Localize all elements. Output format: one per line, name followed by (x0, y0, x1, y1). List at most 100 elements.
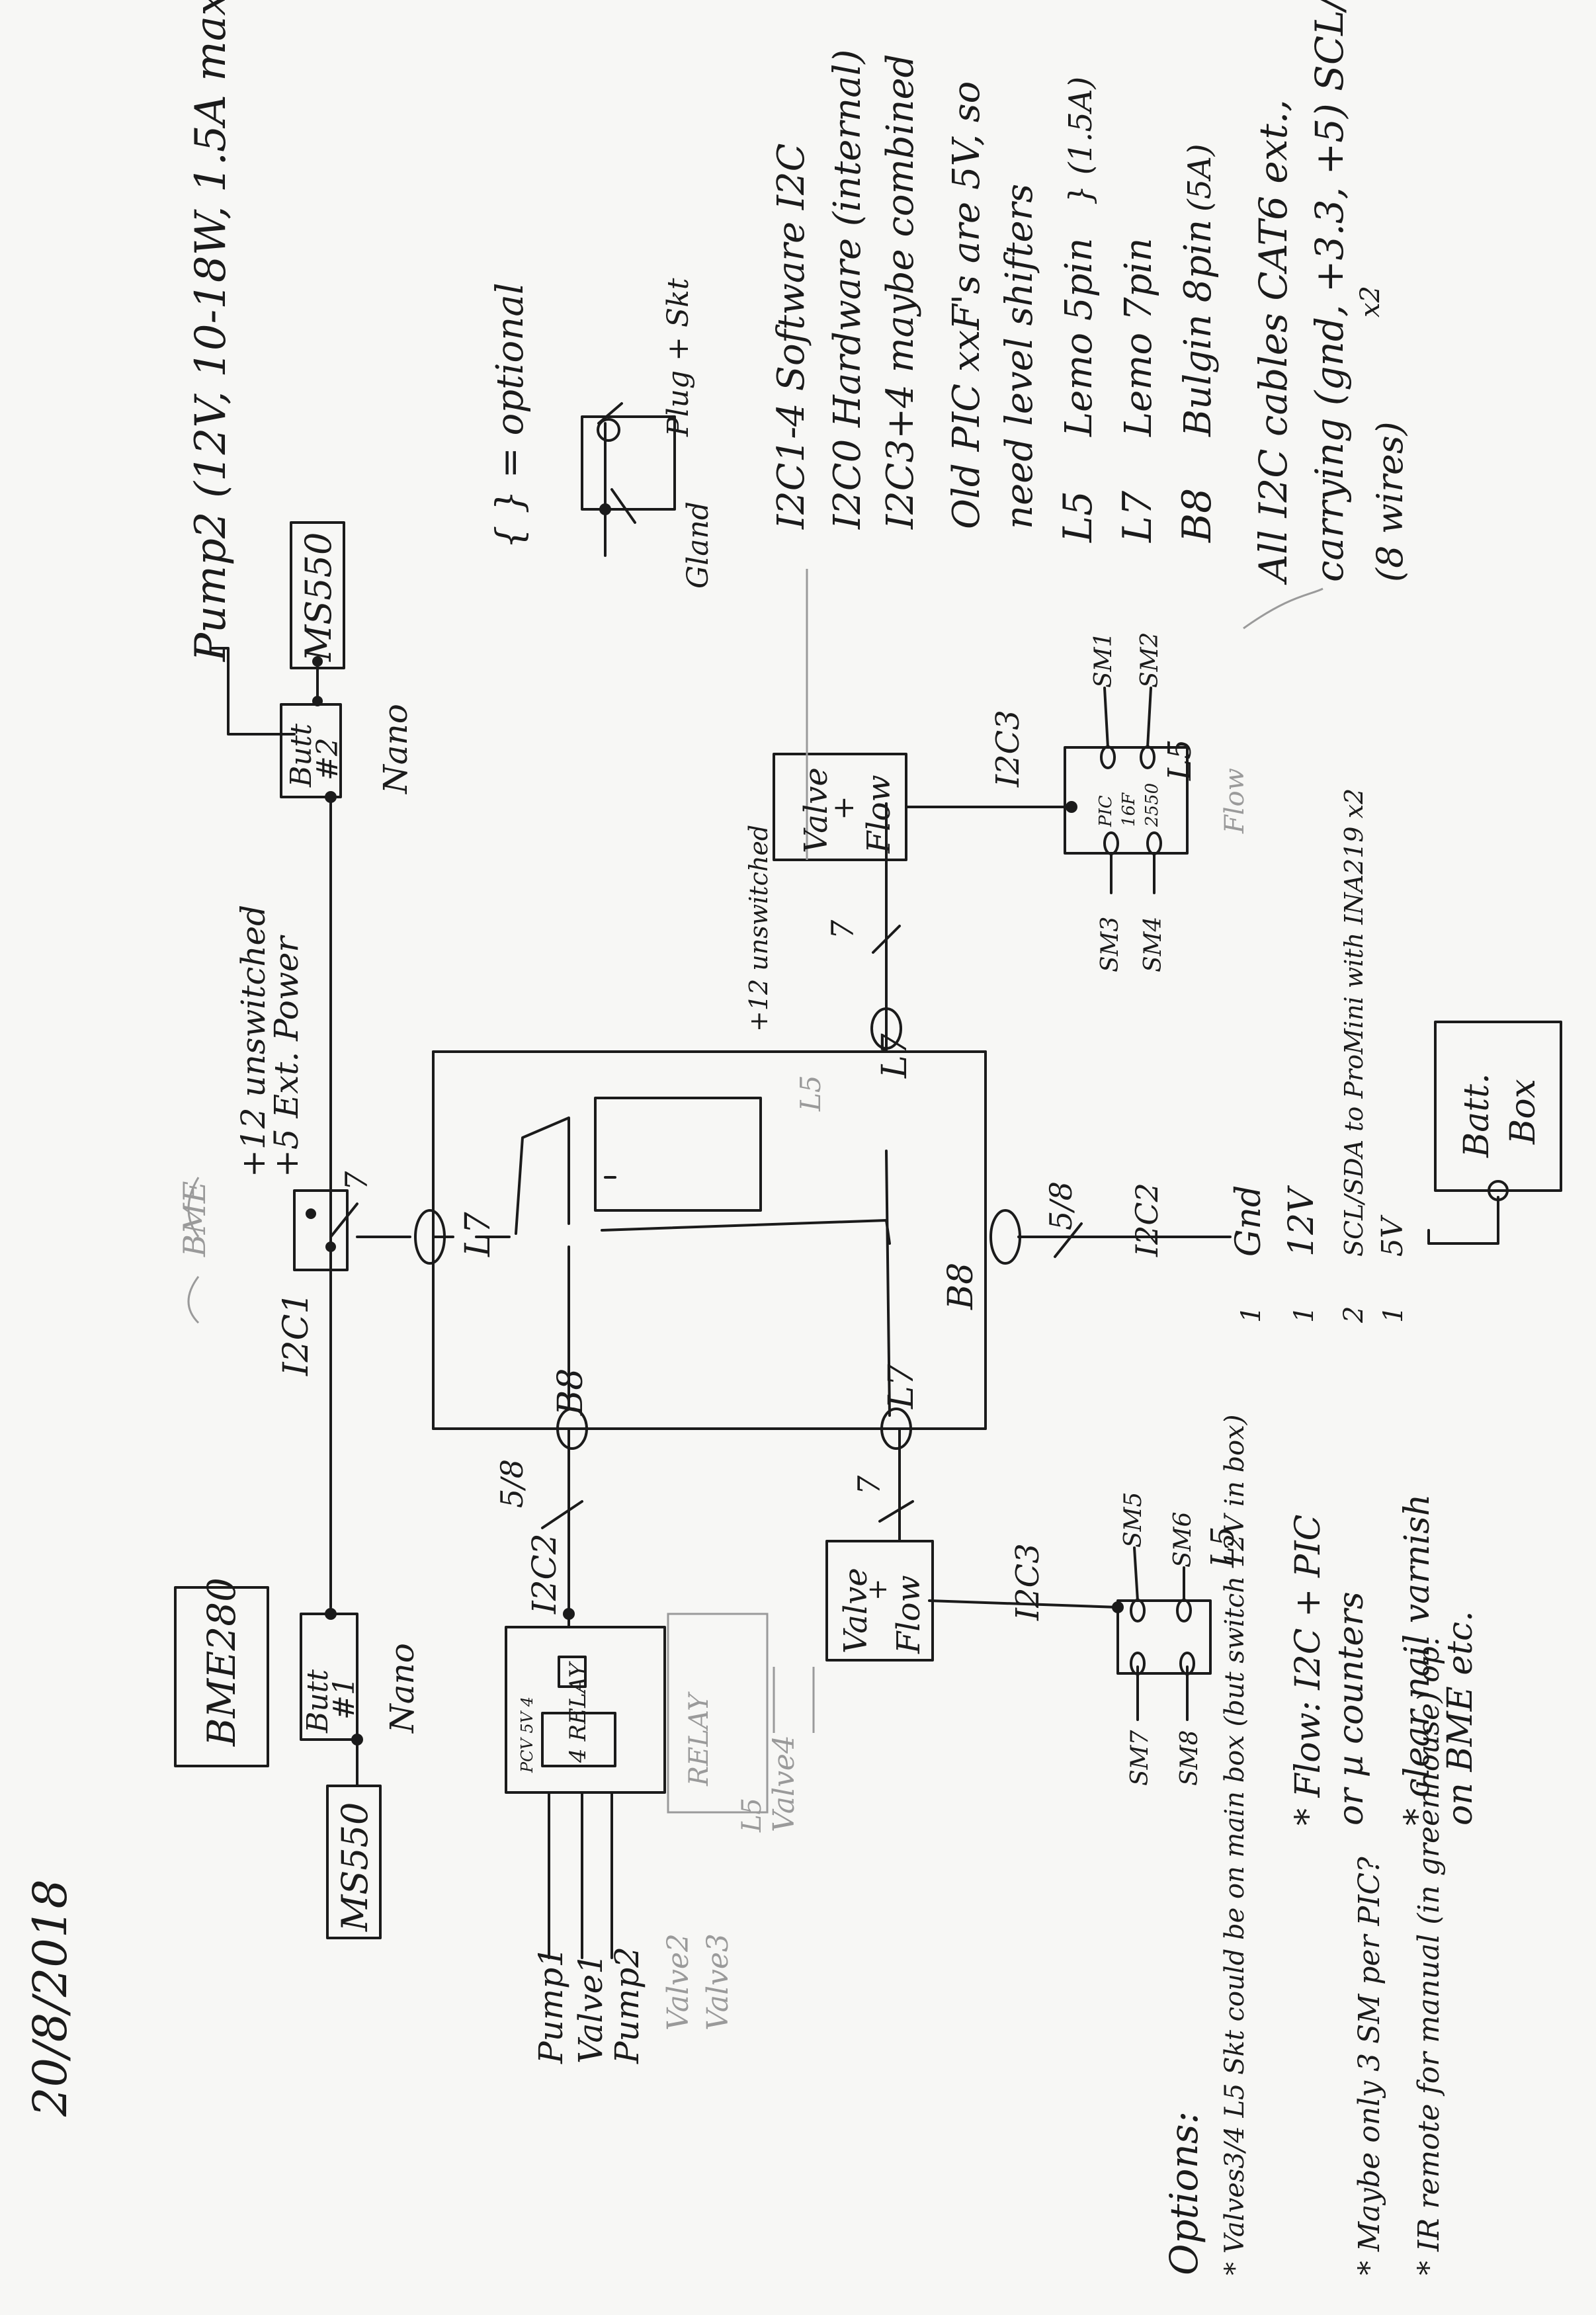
relay-board-main: 4 RELAY (565, 1660, 591, 1763)
sm3-label: SM3 (1097, 917, 1124, 972)
output-pump1: Pump1 (532, 1947, 570, 2064)
sm4-label: SM4 (1140, 917, 1167, 972)
cable-note-2: x2 (1355, 286, 1386, 317)
faint-valve2: Valve2 (661, 1933, 695, 2031)
sm6-label: SM6 (1169, 1512, 1197, 1568)
bus-count-1: 1 (1289, 1306, 1320, 1323)
seven-label-main: 7 (339, 1171, 374, 1191)
butt2-box (280, 703, 342, 798)
flow-note-1: or µ counters (1331, 1591, 1371, 1826)
cable-note-1: carrying (gnd, +3.3, +5) SCL/A (1307, 0, 1352, 582)
sm5-label: SM5 (1120, 1492, 1147, 1548)
butt1-line2: #1 (327, 1677, 361, 1720)
seven-label-bottom: 7 (851, 1475, 887, 1495)
valve-flow-top-box (773, 753, 907, 861)
note-line-0: I2C1-4 Software I2C (770, 143, 813, 530)
nano-top-label: Nano (376, 704, 415, 794)
pump2-label: Pump2 (12V, 10-18W, 1.5A max) (187, 0, 235, 662)
valve-flow-bottom-3: Flow (890, 1575, 927, 1654)
valve-flow-bottom-1: Valve (837, 1568, 874, 1654)
l5-faint-label: L5 (794, 1075, 827, 1112)
output-pump2: Pump2 (608, 1947, 646, 2064)
l5-top-label: L5 (1161, 739, 1198, 781)
text-labels: 20/8/2018 Pump2 (12V, 10-18W, 1.5A max) … (23, 0, 1543, 2275)
ms550-top-box (290, 521, 345, 669)
note-line-2: I2C3+4 maybe combined (879, 54, 922, 530)
legend-gland: Gland (681, 501, 715, 589)
note-line-1: I2C0 Hardware (internal) (826, 50, 869, 530)
l5-bottom-label: L5 (1204, 1527, 1241, 1568)
bus-label-5v: 5V (1376, 1214, 1409, 1257)
i2c2-right-label: I2C2 (1129, 1183, 1165, 1257)
i2c2-left-label: I2C2 (525, 1533, 564, 1615)
connector-rating-b8: (5A) (1181, 144, 1218, 212)
batt-box (1434, 1021, 1562, 1192)
pic-top-box (1064, 746, 1189, 855)
five-eight-right: 5/8 (1043, 1181, 1079, 1230)
options-item-0: * Valves3/4 L5 Skt could be on main box … (1220, 1415, 1250, 2275)
note-line-3: Old PIC xxF's are 5V, so (945, 81, 988, 529)
batt-box-2: Box (1503, 1079, 1543, 1145)
sm8-label: SM8 (1176, 1730, 1203, 1786)
note-line-4: need level shifters (998, 184, 1041, 529)
power-label-1: +12 unswitched (234, 905, 273, 1177)
pic-top-l3: 2550 (1142, 783, 1162, 827)
legend-optional: { } = optional (489, 282, 532, 549)
connector-code-b8: B8 (1174, 488, 1220, 543)
bus-count-0: 1 (1236, 1306, 1267, 1323)
relay-board-top: PCV 5V 4 (518, 1697, 536, 1773)
junction-dots (306, 503, 1124, 1746)
varnish-note-1: on BME etc. (1441, 1611, 1480, 1826)
connector-desc-l7: Lemo 7pin (1117, 238, 1160, 437)
five-eight-left: 5/8 (494, 1459, 530, 1508)
pic-top-l2: 16F (1119, 792, 1139, 827)
i2c3-top-label: I2C3 (989, 710, 1027, 788)
legend-plug: Plug + Skt (661, 278, 695, 437)
options-title: Options: (1161, 2111, 1206, 2275)
output-valve1: Valve1 (571, 1953, 610, 2064)
connector-desc-l5: Lemo 5pin (1058, 238, 1101, 437)
faint-relay-label: RELAY (684, 1691, 714, 1787)
flow-note-0: * Flow: I2C + PIC (1288, 1515, 1328, 1826)
options-item-2: * IR remote for manual (in greenhouse) o… (1412, 1637, 1446, 2275)
power-junction-box (293, 1189, 349, 1271)
pic-top-l1: PIC (1096, 795, 1116, 827)
ms550-bottom-box (326, 1785, 382, 1939)
bus-label-gnd: Gnd (1229, 1185, 1269, 1257)
valve-flow-top-1: Valve (798, 767, 835, 853)
flow-faint-label: Flow (1220, 768, 1250, 834)
i2c1-label: I2C1 (276, 1292, 316, 1377)
butt2-line1: Butt (284, 724, 318, 788)
l7-right-label: L7 (875, 1032, 915, 1079)
connector-code-l7: L7 (1114, 490, 1161, 543)
b8-right-label: B8 (941, 1263, 981, 1310)
faint-text-labels: BME Flow L5 RELAY Valve2 Valve3 Valve4 L… (177, 768, 1250, 2031)
bme280-box (174, 1586, 269, 1767)
faint-valve4: Valve4 (767, 1735, 801, 1832)
valve-flow-top-2: + (827, 796, 861, 820)
b8-left-label: B8 (551, 1368, 591, 1416)
connector-symbols (414, 418, 1509, 1675)
power-label-2: +5 Ext. Power (267, 935, 306, 1177)
bme280-label: BME280 (199, 1578, 244, 1747)
faint-pencil-elements (187, 569, 1323, 1814)
bus-label-scl: SCL/SDA to ProMini with INA219 x2 (1339, 788, 1368, 1257)
bus-label-12v: 12V (1282, 1185, 1322, 1257)
i2c3-bottom-label: I2C3 (1009, 1543, 1046, 1621)
butt2-line2: #2 (311, 737, 345, 780)
ms550-bottom-label: MS550 (334, 1802, 376, 1932)
valve-flow-bottom-2: + (862, 1578, 893, 1601)
bme-optional-label: BME (177, 1181, 212, 1257)
unswitched-top-label: +12 unswitched (744, 825, 773, 1032)
sm2-label: SM2 (1136, 632, 1163, 688)
date-label: 20/8/2018 (23, 1879, 77, 2117)
valve-flow-bottom-box (825, 1540, 934, 1662)
nano-bottom-label: Nano (383, 1643, 421, 1734)
varnish-note-0: * clear nail varnish (1398, 1494, 1437, 1826)
faint-valve3: Valve3 (701, 1933, 735, 2031)
bus-count-2: 2 (1339, 1306, 1369, 1324)
component-boxes (174, 415, 1562, 1939)
wiring-lines (210, 402, 1499, 1959)
sm1-label: SM1 (1090, 632, 1117, 688)
